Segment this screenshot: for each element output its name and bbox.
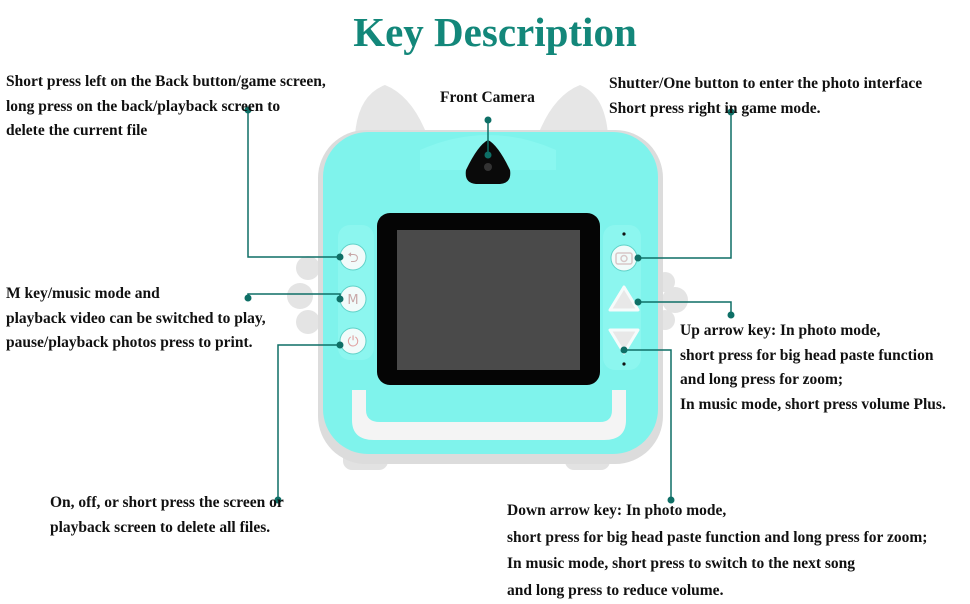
text-line: pause/playback photos press to print. bbox=[6, 331, 266, 356]
power-description: On, off, or short press the screen or pl… bbox=[50, 491, 284, 540]
text-line: delete the current file bbox=[6, 119, 326, 144]
text-line: Down arrow key: In photo mode, bbox=[507, 498, 927, 525]
text-line: Short press left on the Back button/game… bbox=[6, 70, 326, 95]
text-line: Up arrow key: In photo mode, bbox=[680, 319, 946, 344]
text-line: Short press right in game mode. bbox=[609, 97, 922, 122]
shutter-button[interactable] bbox=[611, 245, 637, 271]
back-button[interactable]: ⮌ bbox=[340, 244, 366, 270]
text-line: On, off, or short press the screen or bbox=[50, 491, 284, 516]
text-line: short press for big head paste function … bbox=[507, 525, 927, 552]
front-camera-label: Front Camera bbox=[440, 86, 535, 111]
text-line: and long press to reduce volume. bbox=[507, 578, 927, 604]
text-line: playback screen to delete all files. bbox=[50, 516, 284, 541]
power-button[interactable]: ⏻ bbox=[340, 328, 366, 354]
shutter-description: Shutter/One button to enter the photo in… bbox=[609, 72, 922, 121]
text-line: and long press for zoom; bbox=[680, 368, 946, 393]
up-arrow-description: Up arrow key: In photo mode, short press… bbox=[680, 319, 946, 417]
text-line: playback video can be switched to play, bbox=[6, 307, 266, 332]
text-line: long press on the back/playback screen t… bbox=[6, 95, 326, 120]
text-line: In music mode, short press to switch to … bbox=[507, 551, 927, 578]
left-side-bumps bbox=[287, 256, 320, 334]
back-arrow-icon: ⮌ bbox=[347, 250, 358, 266]
text-line: M key/music mode and bbox=[6, 282, 266, 307]
text-line: Front Camera bbox=[440, 86, 535, 111]
text-line: Shutter/One button to enter the photo in… bbox=[609, 72, 922, 97]
text-line: short press for big head paste function bbox=[680, 344, 946, 369]
screen bbox=[397, 230, 580, 370]
right-ear bbox=[540, 85, 608, 135]
back-button-description: Short press left on the Back button/game… bbox=[6, 70, 326, 144]
left-ear bbox=[355, 85, 425, 135]
text-line: In music mode, short press volume Plus. bbox=[680, 393, 946, 418]
m-icon: M bbox=[347, 293, 358, 308]
m-key-description: M key/music mode and playback video can … bbox=[6, 282, 266, 356]
down-arrow-description: Down arrow key: In photo mode, short pre… bbox=[507, 498, 927, 604]
power-icon: ⏻ bbox=[347, 334, 358, 350]
m-button[interactable]: M bbox=[340, 286, 366, 312]
